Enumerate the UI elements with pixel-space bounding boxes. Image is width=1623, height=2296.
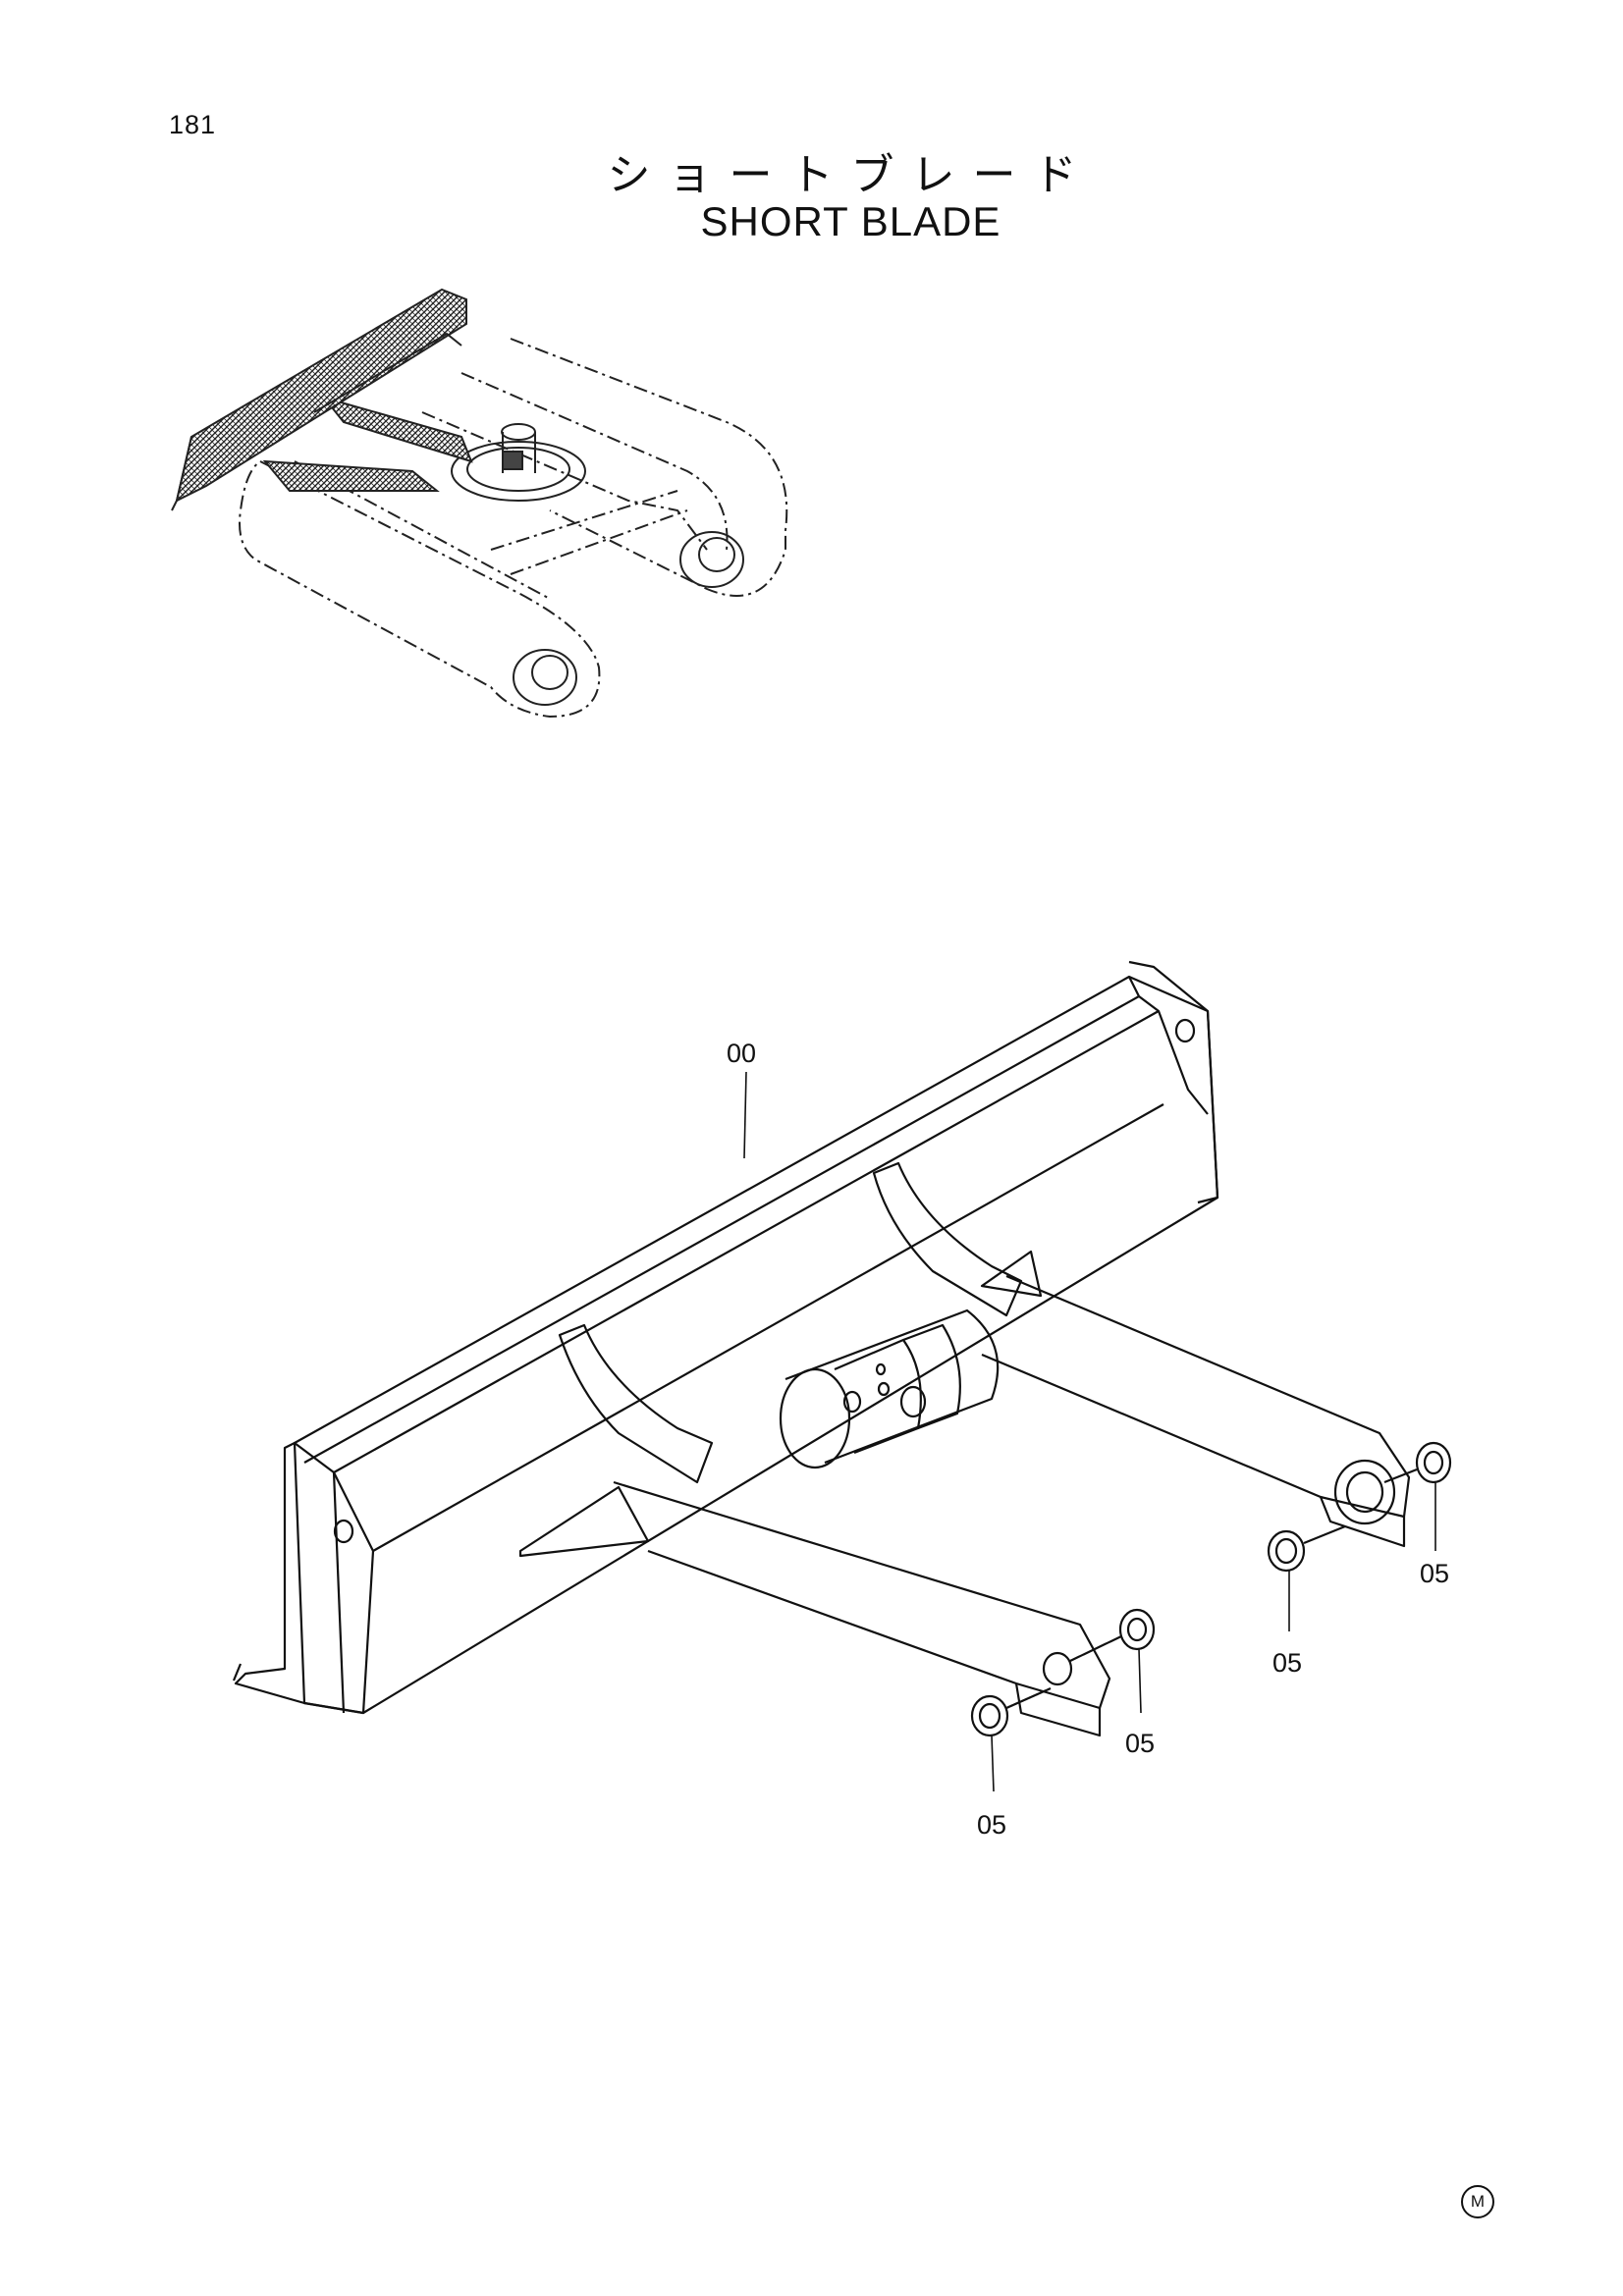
page-number: 181 xyxy=(169,110,217,139)
machine-overview-illustration xyxy=(171,288,788,719)
callout-05: 05 xyxy=(1272,1648,1302,1678)
callout-00: 00 xyxy=(727,1039,756,1068)
leader-lines xyxy=(743,1071,1436,1792)
callout-05: 05 xyxy=(977,1810,1006,1840)
circled-m-mark: M xyxy=(1461,2185,1494,2218)
page-title-english: SHORT BLADE xyxy=(700,198,1001,244)
washer-parts xyxy=(970,1441,1452,1737)
callout-05: 05 xyxy=(1125,1729,1155,1758)
callout-05: 05 xyxy=(1420,1559,1449,1588)
short-blade-assembly xyxy=(232,960,1411,1737)
page-title-japanese: ショートブレード xyxy=(607,150,1095,200)
